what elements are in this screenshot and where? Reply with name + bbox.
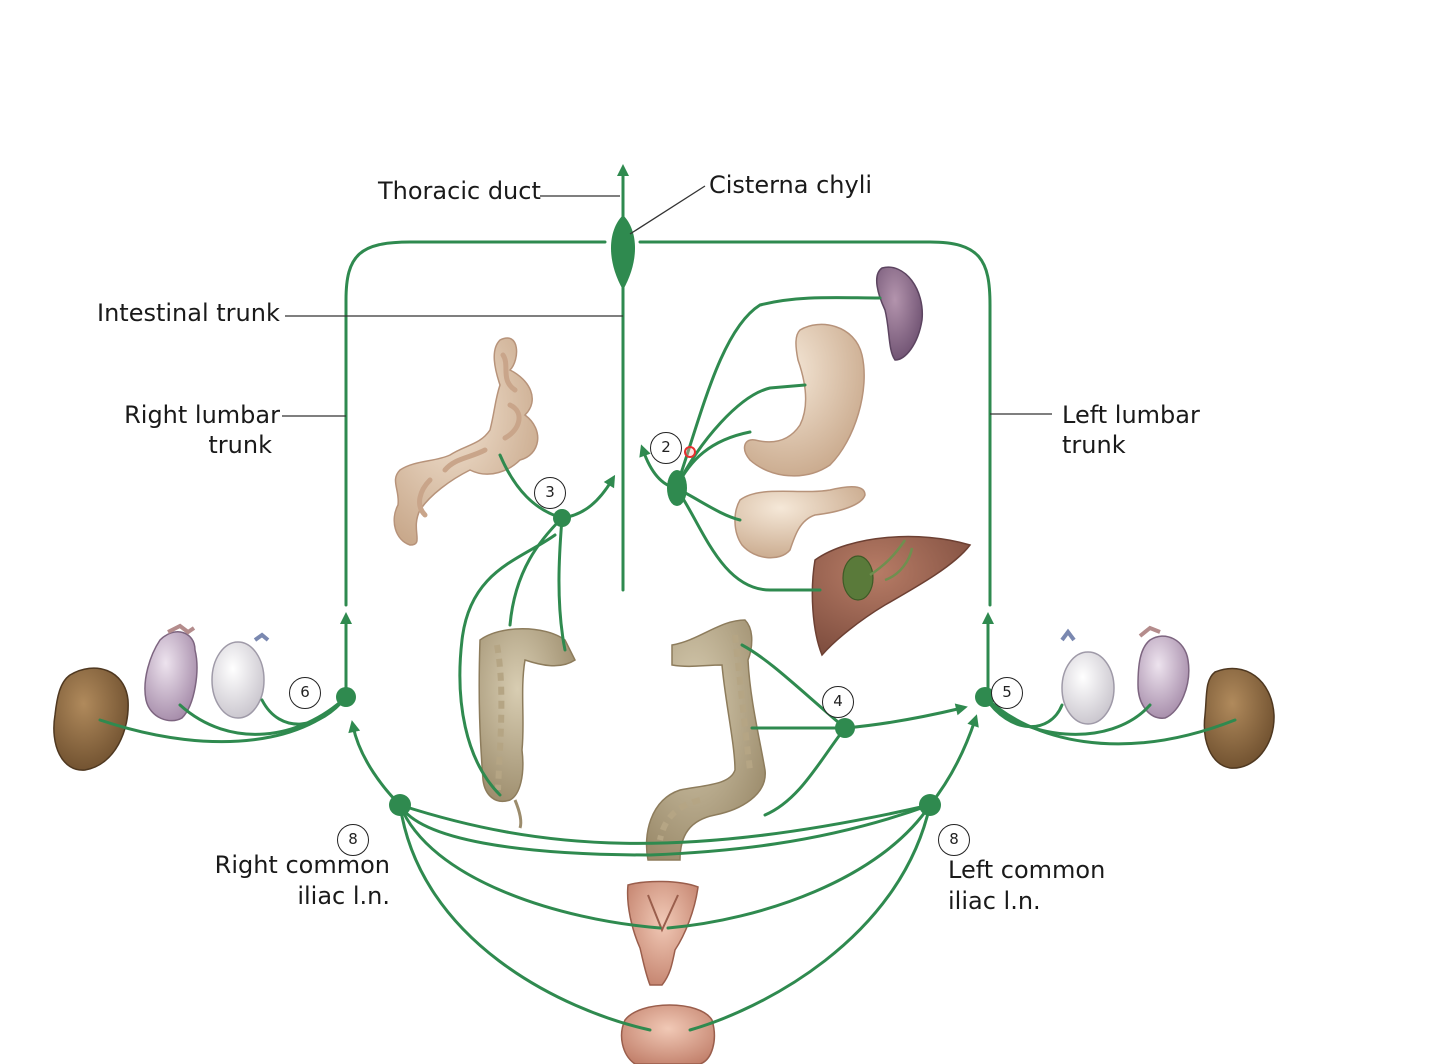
right-testis-illustration [211, 632, 270, 719]
right-lumbar-trunk-label: Right lumbar [124, 401, 280, 429]
left-lumbar-trunk-label-2: trunk [1062, 431, 1126, 459]
lymph-nodes [336, 215, 995, 816]
node-4 [835, 718, 855, 738]
right-common-iliac-node [389, 794, 411, 816]
right-kidney-illustration [53, 667, 129, 771]
node-2 [667, 470, 687, 506]
node-6 [336, 687, 356, 707]
cisterna-chyli-label: Cisterna chyli [709, 171, 873, 199]
node-3-badge: 3 [534, 477, 566, 509]
descending-colon-illustration [645, 619, 766, 861]
node-8-right-badge: 8 [337, 824, 369, 856]
spleen-illustration [875, 266, 923, 361]
left-lumbar-trunk [638, 240, 992, 607]
node-2-badge: 2 [650, 432, 682, 464]
left-common-iliac-node [919, 794, 941, 816]
left-lumbar-trunk-label: Left lumbar [1062, 401, 1200, 429]
left-common-iliac-label: Left common [948, 856, 1106, 884]
thoracic-duct-label: Thoracic duct [378, 177, 541, 205]
right-adrenal-illustration [144, 623, 198, 722]
left-adrenal-illustration [1137, 625, 1190, 719]
cisterna-chyli-node [610, 215, 636, 290]
bladder-illustration [620, 1004, 716, 1064]
node-5-badge: 5 [991, 677, 1023, 709]
ascending-colon-illustration [478, 628, 576, 829]
small-intestine-illustration [393, 337, 539, 546]
uterus-illustration [626, 880, 699, 986]
right-common-iliac-label: Right common [214, 851, 390, 879]
node-8-left-badge: 8 [938, 824, 970, 856]
leader-lines [282, 185, 1052, 417]
left-kidney-illustration [1203, 667, 1275, 769]
right-lumbar-trunk-label-2: trunk [208, 431, 272, 459]
liver-illustration [811, 535, 972, 657]
node-5 [975, 687, 995, 707]
pancreas-illustration [734, 485, 866, 559]
left-testis-illustration [1060, 628, 1115, 725]
right-common-iliac-label-2: iliac l.n. [297, 882, 390, 910]
node-4-badge: 4 [822, 686, 854, 718]
node-6-badge: 6 [289, 677, 321, 709]
stomach-illustration [743, 323, 865, 477]
node-3 [553, 509, 571, 527]
left-common-iliac-label-2: iliac l.n. [948, 887, 1041, 915]
intestinal-trunk-label: Intestinal trunk [97, 299, 280, 327]
right-lumbar-trunk [344, 240, 607, 607]
gallbladder-illustration [842, 555, 874, 601]
cursor-indicator [684, 446, 696, 458]
